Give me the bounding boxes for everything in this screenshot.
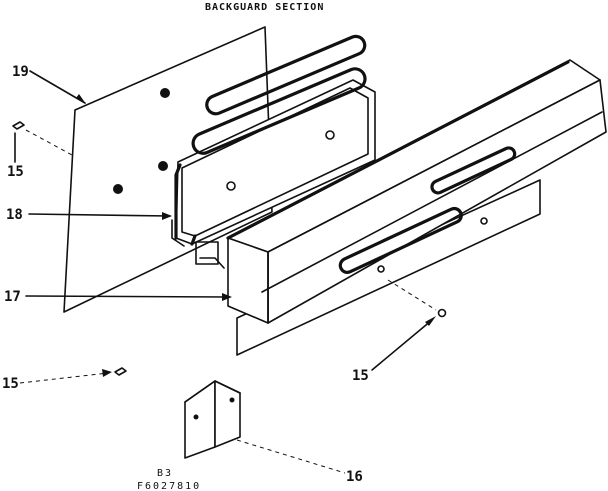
- bracket-frame-18: [171, 34, 376, 269]
- backguard-panel-19: [63, 26, 273, 313]
- bracket-16: [184, 380, 241, 459]
- screw-icon: [114, 367, 127, 376]
- callout-19: 19: [12, 64, 29, 80]
- callout-16: 16: [346, 469, 363, 485]
- callout-15-bottom-left: 15: [2, 376, 19, 392]
- callout-15-top-left: 15: [7, 164, 24, 180]
- assembly-line: [387, 279, 437, 311]
- callout-15-right: 15: [352, 368, 369, 384]
- callout-17: 17: [4, 289, 21, 305]
- screw-icon: [437, 308, 447, 318]
- diagram-title: BACKGUARD SECTION: [205, 2, 324, 13]
- leader-lines: [14, 70, 436, 474]
- assembly-line: [25, 129, 73, 156]
- control-panel-17: [226, 59, 607, 356]
- diagram-code-line1: B3: [157, 468, 173, 479]
- callout-18: 18: [6, 207, 23, 223]
- screw-icon: [12, 121, 25, 130]
- diagram-code-line2: F6027810: [137, 481, 201, 491]
